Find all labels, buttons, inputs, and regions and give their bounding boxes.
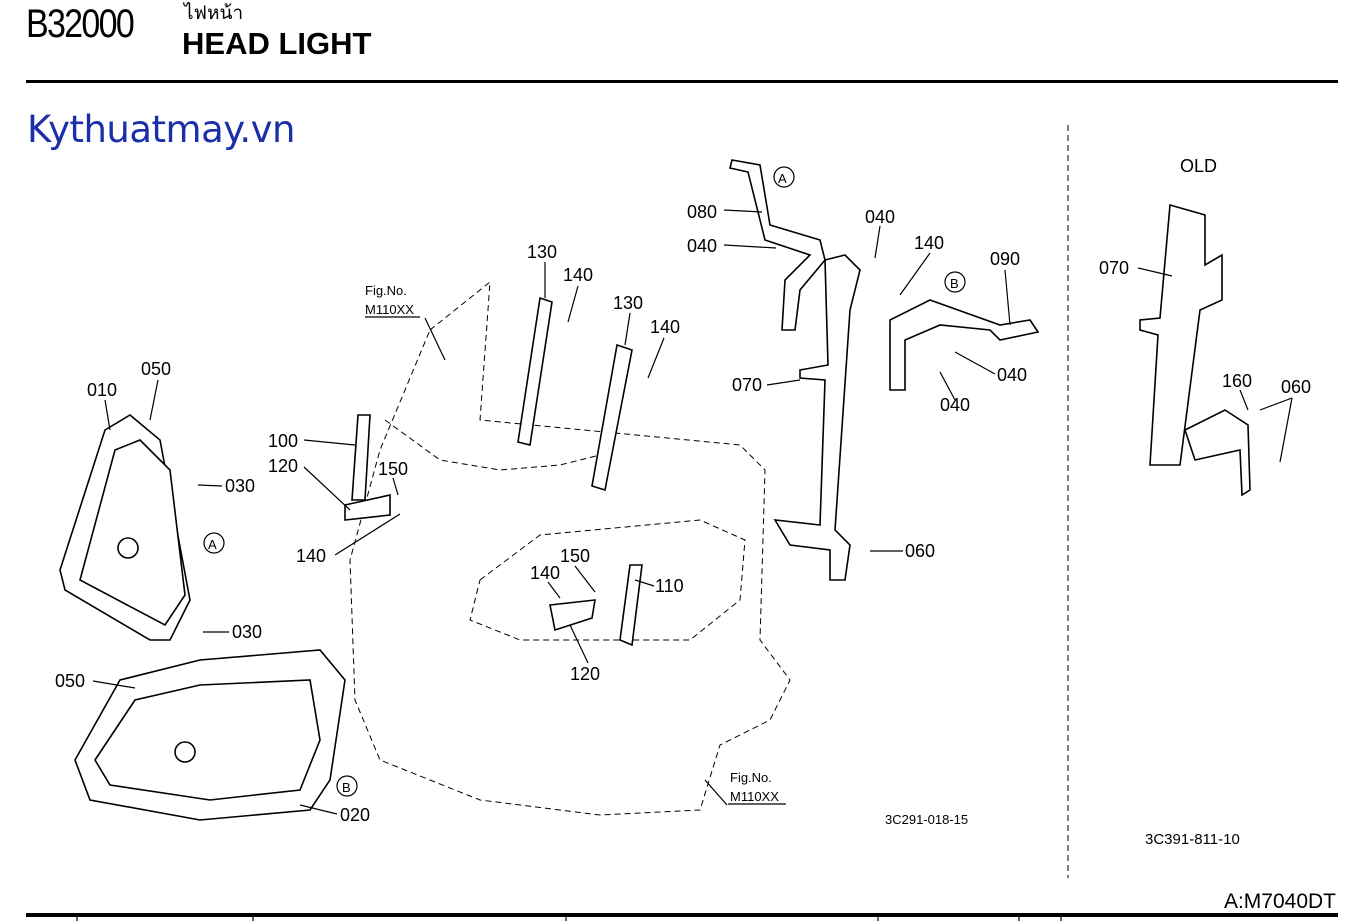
callout: 030 [232,622,262,642]
bracket-130 [517,296,633,492]
header-rule [26,80,1338,83]
markers: A A B B [203,166,966,797]
callout: 070 [1099,258,1129,278]
callout: 110 [655,576,684,596]
callout: 040 [997,365,1027,385]
bracket-100 [344,414,391,521]
fig-ref-code: M110XX [365,302,414,317]
bracket-110 [549,564,643,647]
callout: 080 [687,202,717,222]
callout: 140 [563,265,593,285]
callout: 140 [296,546,326,566]
page-title: HEAD LIGHT [182,26,372,61]
callout: 050 [55,671,85,691]
callout: 140 [914,233,944,253]
bracket-080 [729,159,826,331]
old-bracket-070 [1139,203,1251,497]
callout: 090 [990,249,1020,269]
leader-lines [92,209,1293,815]
footer-rule [26,913,1338,917]
callout: 040 [940,395,970,415]
old-heading: OLD [1180,156,1217,176]
callout: 140 [530,563,560,583]
headlight-lower [74,649,346,821]
callout: 070 [732,375,762,395]
model-code: A:M7040DT [1223,890,1336,913]
footer-table-lines [76,915,1062,921]
bracket-070 [773,254,861,581]
thai-title: ไฟหน้า [184,2,244,24]
fig-ref-label: Fig.No. [365,283,407,298]
callout: 120 [268,456,298,476]
marker-b: B [950,276,959,291]
callout: 100 [268,431,298,451]
drawing-number: 3C391-811-10 [1145,831,1240,848]
drawing-number: 3C291-018-15 [885,812,968,827]
hood-outline [349,280,791,816]
headlight-upper [59,414,191,641]
callout: 030 [225,476,255,496]
callout: 150 [560,546,590,566]
callout: 130 [613,293,643,313]
bracket-090 [889,299,1040,391]
marker-a: A [208,537,217,552]
callout: 040 [687,236,717,256]
callout: 150 [378,459,408,479]
watermark: Kythuatmay.vn [27,108,296,151]
fig-ref-code: M110XX [730,789,779,804]
callout: 040 [865,207,895,227]
callout: 060 [905,541,935,561]
callout: 140 [650,317,680,337]
callout: 020 [340,805,370,825]
marker-b: B [342,780,351,795]
main-callouts: 080 040 040 140 090 130 140 130 140 010 … [55,202,1027,827]
callout: 130 [527,242,557,262]
callout: 120 [570,664,600,684]
marker-a: A [778,171,787,186]
callout: 060 [1281,377,1311,397]
callout: 010 [87,380,117,400]
callout: 050 [141,359,171,379]
fig-ref-label: Fig.No. [730,770,772,785]
old-callouts: OLD 070 160 060 3C391-811-10 [1099,156,1311,848]
section-code: B32000 [26,2,135,46]
callout: 160 [1222,371,1252,391]
